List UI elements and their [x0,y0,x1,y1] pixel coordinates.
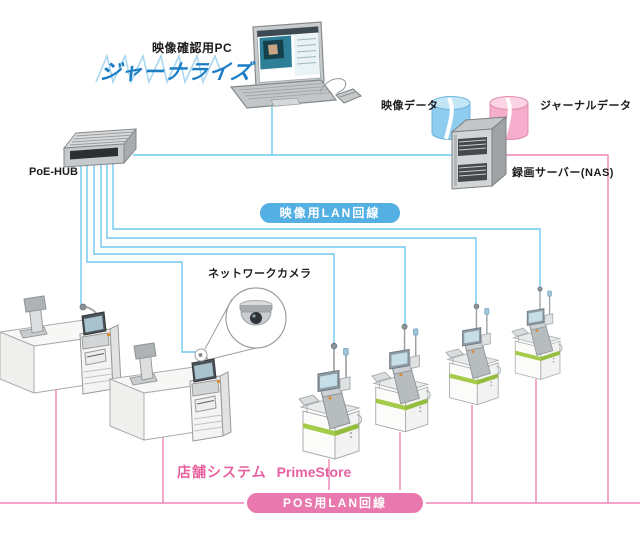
pos-lan-banner: POS用LAN回線 [244,490,426,516]
mouse-icon [319,78,363,104]
video-data-label: 映像データ [381,100,439,112]
poe-hub-icon [62,127,138,168]
video-lan-lines [80,104,541,353]
self-checkout-icon [445,303,502,406]
self-checkout-icon [371,323,431,433]
store-product-text: PrimeStore [276,464,352,480]
nas-label: 録画サーバー(NAS) [512,167,614,179]
hub-label: PoE-HUB [29,166,78,178]
network-camera-icon [204,287,287,361]
pc-label: 映像確認用PC [152,41,233,55]
network-camera-label: ネットワークカメラ [208,268,312,280]
store-system-label: 店舗システム PrimeStore [177,462,351,482]
self-checkout-icon [298,342,363,460]
logo-zigzag-icon [95,53,221,85]
pos-counter-icon [109,342,232,442]
journal-data-label: ジャーナルデータ [540,100,632,112]
journalize-logo: ジャーナライズ [94,50,254,88]
video-lan-banner: 映像用LAN回線 [257,200,403,226]
logo-text: ジャーナライズ [98,61,254,84]
pos-counter-icon [0,295,122,395]
laptop-icon [229,21,338,109]
self-checkout-icon [511,286,563,381]
nas-server-icon [450,115,508,190]
store-system-text: 店舗システム [177,464,267,480]
